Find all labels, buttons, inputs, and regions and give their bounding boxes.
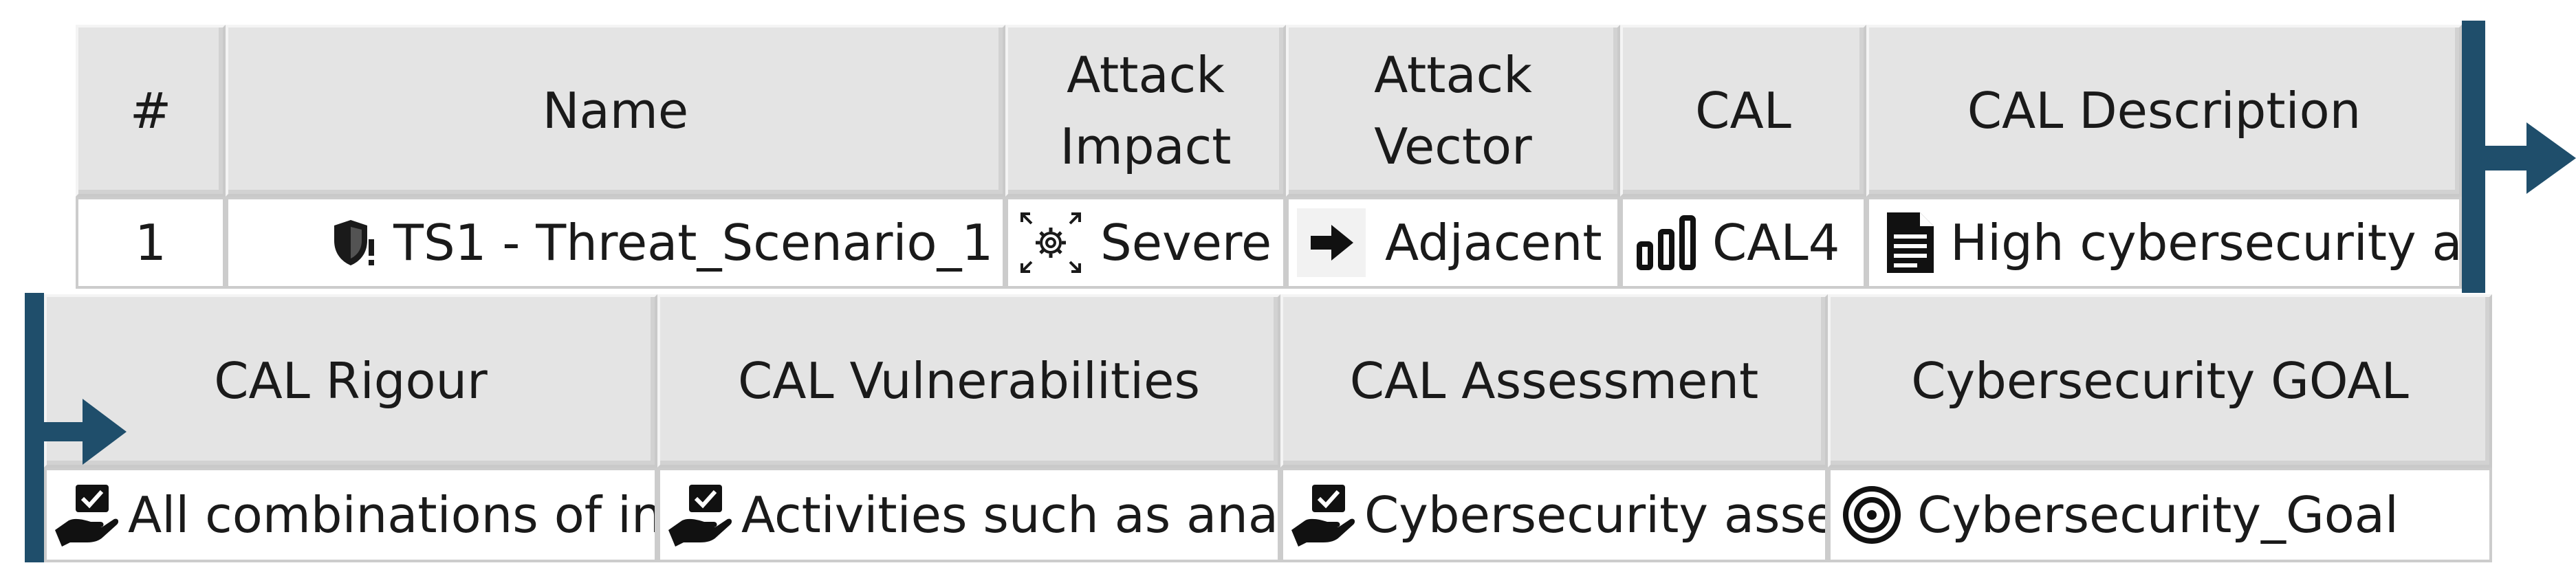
- cell-cal-assessment-value: Cybersecurity assessment: [1364, 486, 1825, 544]
- header-cal-rigour-label: CAL Rigour: [214, 352, 488, 410]
- header-cal-assessment-label: CAL Assessment: [1349, 352, 1759, 410]
- shield-alert-icon: [331, 217, 378, 268]
- cell-name-value: TS1 - Threat_Scenario_1: [393, 214, 994, 272]
- hand-check-icon: [52, 482, 118, 548]
- header-attack-vector[interactable]: Attack Vector: [1286, 25, 1620, 197]
- cell-cal-vulnerabilities-value: Activities such as analysis: [741, 486, 1278, 544]
- hand-check-icon: [666, 482, 732, 548]
- header-cal-rigour[interactable]: CAL Rigour: [44, 294, 657, 468]
- header-index-label: #: [129, 82, 172, 140]
- header-cal-assessment[interactable]: CAL Assessment: [1280, 294, 1828, 468]
- cell-attack-impact[interactable]: Severe: [1005, 197, 1286, 289]
- cell-attack-impact-value: Severe: [1100, 214, 1272, 272]
- cell-cal-description[interactable]: High cybersecurity assurance: [1866, 197, 2462, 289]
- cell-attack-vector-value: Adjacent: [1385, 214, 1602, 272]
- cell-cal-rigour-value: All combinations of interfaces: [128, 486, 655, 544]
- cell-index[interactable]: 1: [76, 197, 226, 289]
- wrap-arrow-right-icon: [2485, 122, 2576, 197]
- header-cybersecurity-goal-label: Cybersecurity GOAL: [1911, 352, 2409, 410]
- cell-cal-description-value: High cybersecurity assurance: [1950, 214, 2459, 272]
- header-name-label: Name: [542, 82, 689, 140]
- bar-chart-icon: [1635, 215, 1697, 270]
- header-cal-vulnerabilities-label: CAL Vulnerabilities: [738, 352, 1200, 410]
- document-icon: [1886, 211, 1935, 274]
- header-index[interactable]: #: [76, 25, 226, 197]
- arrow-right-icon: [1297, 208, 1366, 277]
- cell-cal-vulnerabilities[interactable]: Activities such as analysis: [657, 468, 1280, 562]
- wrap-marker-left-bar: [25, 293, 44, 562]
- header-attack-vector-label: Attack Vector: [1374, 46, 1532, 175]
- cell-cal[interactable]: CAL4: [1620, 197, 1866, 289]
- cell-cal-rigour[interactable]: All combinations of interfaces: [44, 468, 657, 562]
- header-cal[interactable]: CAL: [1620, 25, 1866, 197]
- header-cal-description-label: CAL Description: [1967, 82, 2361, 140]
- wrap-marker-right-bar: [2462, 21, 2485, 293]
- header-attack-impact-label: Attack Impact: [1060, 46, 1232, 175]
- header-cal-label: CAL: [1695, 82, 1791, 140]
- cell-cybersecurity-goal-value: Cybersecurity_Goal: [1917, 486, 2399, 544]
- header-cal-description[interactable]: CAL Description: [1866, 25, 2462, 197]
- header-cal-vulnerabilities[interactable]: CAL Vulnerabilities: [657, 294, 1280, 468]
- cell-name[interactable]: TS1 - Threat_Scenario_1: [226, 197, 1005, 289]
- wrap-arrow-left-icon: [44, 399, 127, 468]
- cell-index-value: 1: [135, 214, 166, 272]
- gear-burst-icon: [1018, 210, 1084, 276]
- cell-cal-assessment[interactable]: Cybersecurity assessment: [1280, 468, 1828, 562]
- header-attack-impact[interactable]: Attack Impact: [1005, 25, 1286, 197]
- cell-cal-value: CAL4: [1712, 214, 1840, 272]
- target-icon: [1842, 485, 1902, 545]
- hand-check-icon: [1289, 482, 1355, 548]
- header-name[interactable]: Name: [226, 25, 1005, 197]
- cell-attack-vector[interactable]: Adjacent: [1286, 197, 1620, 289]
- header-cybersecurity-goal[interactable]: Cybersecurity GOAL: [1828, 294, 2492, 468]
- cell-cybersecurity-goal[interactable]: Cybersecurity_Goal: [1828, 468, 2492, 562]
